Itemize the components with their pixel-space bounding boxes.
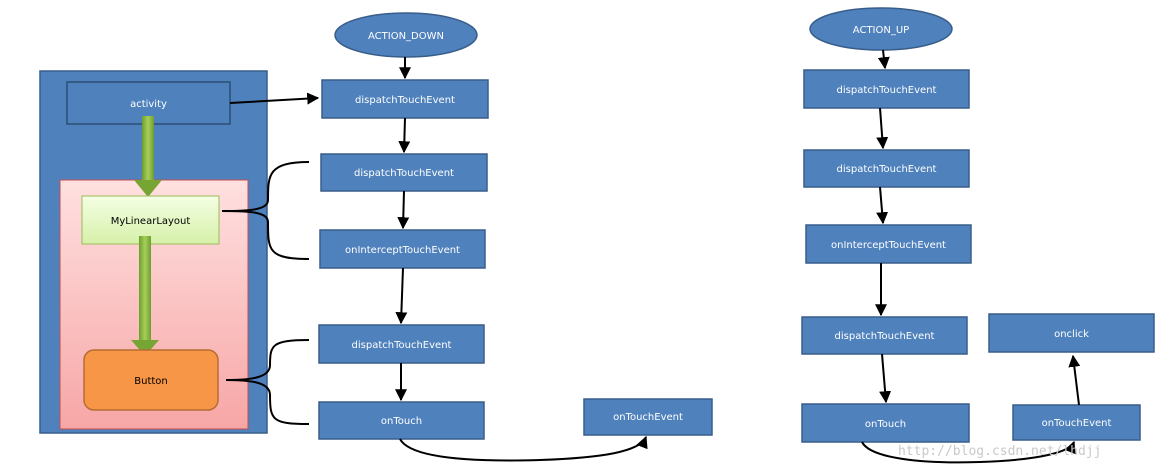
up-activity-dispatch-label: dispatchTouchEvent [837, 85, 937, 96]
button-box [83, 349, 219, 411]
green-arrow-icon [134, 116, 162, 197]
up-flow-arrows [861, 49, 1081, 464]
up-onclick-label: onclick [1054, 329, 1089, 340]
up-activity-dispatch-box [803, 69, 970, 109]
up-ontouchevent-box [1012, 404, 1141, 441]
layout-brace [221, 161, 310, 260]
down-ontouch-label: onTouch [381, 416, 422, 427]
up-layout-intercept-label: onInterceptTouchEvent [831, 240, 946, 251]
view-hierarchy: activity MyLinearLayout Button [39, 70, 268, 434]
up-layout-dispatch-box [803, 149, 970, 188]
down-activity-dispatch-label: dispatchTouchEvent [355, 95, 455, 106]
down-ontouch-to-ontouchevent [399, 435, 648, 462]
down-flow-arrows [395, 57, 648, 462]
down-ontouchevent-box [583, 398, 713, 436]
button-brace [225, 339, 310, 425]
up-button-dispatch-label: dispatchTouchEvent [835, 331, 935, 342]
down-ontouch-box [318, 401, 485, 440]
green-arrow-icon [131, 236, 159, 356]
up-ontouchevent-label: onTouchEvent [1042, 418, 1112, 429]
down-ontouchevent-label: onTouchEvent [613, 412, 683, 423]
down-layout-intercept-label: onInterceptTouchEvent [345, 245, 460, 256]
down-flow: ACTION_DOWN dispatchTouchEvent dispatchT… [318, 12, 713, 440]
down-button-dispatch-box [318, 324, 485, 364]
up-ontouchevent-to-onclick [1068, 354, 1081, 406]
action-up-node [809, 7, 953, 51]
button-label: Button [134, 376, 168, 387]
down-layout-dispatch-label: dispatchTouchEvent [354, 168, 454, 179]
up-ontouch-box [801, 403, 970, 443]
up-button-dispatch-box [801, 316, 968, 355]
up-layout-dispatch-label: dispatchTouchEvent [837, 164, 937, 175]
action-down-label: ACTION_DOWN [368, 31, 444, 42]
up-ontouch-to-ontouchevent [861, 440, 1076, 464]
hierarchy-connectors [221, 92, 320, 425]
up-flow: ACTION_UP dispatchTouchEvent dispatchTou… [801, 7, 1155, 443]
down-activity-dispatch-box [321, 79, 489, 119]
up-onclick-box [988, 313, 1155, 353]
down-layout-dispatch-box [320, 153, 488, 192]
down-button-dispatch-label: dispatchTouchEvent [352, 340, 452, 351]
up-layout-intercept-box [805, 224, 972, 264]
up-ontouch-label: onTouch [865, 419, 906, 430]
watermark: http://blog.csdn.net/lhdjj [898, 444, 1102, 459]
activity-connector [229, 92, 320, 105]
action-up-label: ACTION_UP [853, 25, 909, 36]
layout-label: MyLinearLayout [111, 216, 191, 227]
activity-label: activity [130, 99, 167, 110]
